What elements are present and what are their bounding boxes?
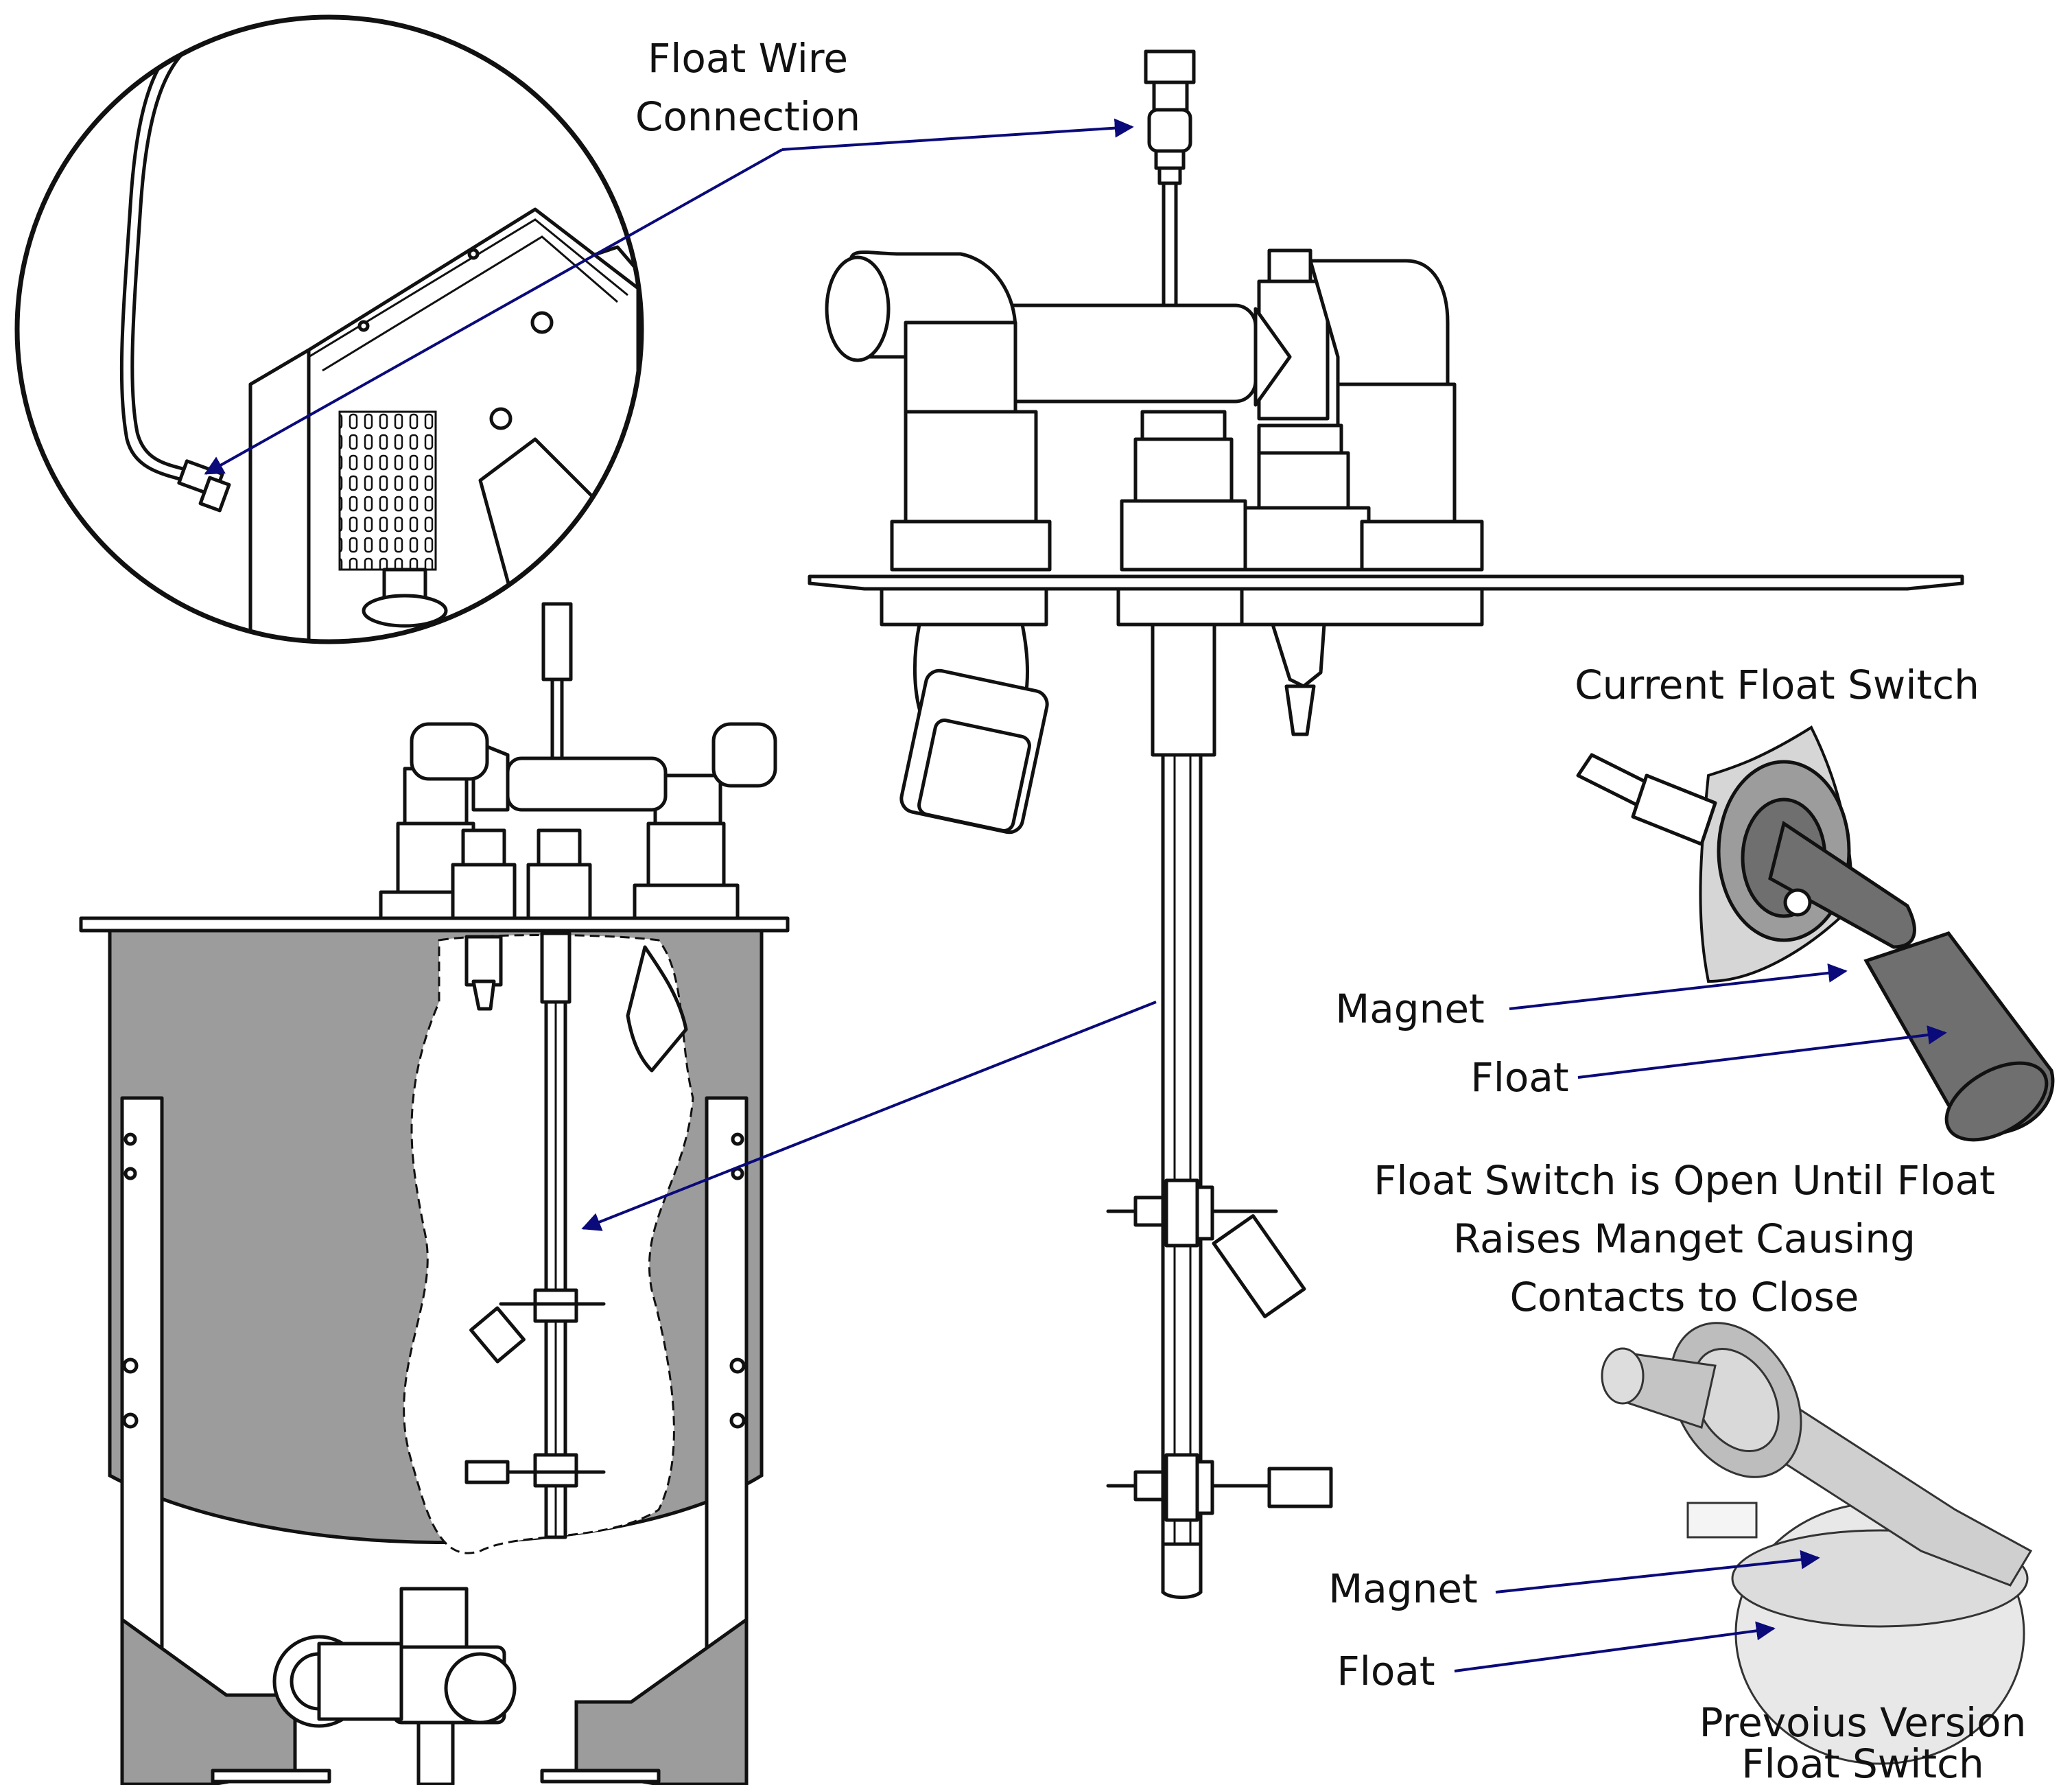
label-explanation-line2: Raises Manget Causing — [1453, 1215, 1916, 1262]
label-float-previous: Float — [1337, 1648, 1435, 1694]
arrow-rod-to-tank — [581, 1001, 1157, 1231]
tank-assembly — [79, 602, 790, 1785]
label-previous-line1: Prevoius Version — [1699, 1699, 2027, 1746]
label-previous-line2: Float Switch — [1741, 1740, 1983, 1785]
label-current-float-switch: Current Float Switch — [1575, 662, 1979, 708]
previous-float-switch-illustration — [1601, 1322, 2033, 1765]
arrow-magnet-previous — [1495, 1550, 1820, 1594]
label-float-current: Float — [1470, 1054, 1568, 1101]
leader-arrows — [204, 118, 1947, 1672]
float-rod-assembly — [808, 49, 1964, 1599]
arrow-float-wire-to-detail — [204, 148, 783, 475]
arrow-magnet-current — [1509, 963, 1848, 1010]
rod-float-upper — [1106, 1178, 1306, 1318]
tank-float-upper — [469, 1288, 606, 1364]
arrow-float-previous — [1454, 1621, 1776, 1672]
arrow-float-wire-to-rod — [781, 118, 1134, 151]
label-explanation-line1: Float Switch is Open Until Float — [1374, 1157, 1995, 1204]
rod-float-lower — [1106, 1453, 1333, 1522]
text-labels: Float Wire Connection Current Float Swit… — [635, 35, 2027, 1785]
label-magnet-current: Magnet — [1335, 985, 1485, 1032]
label-float-wire-line1: Float Wire — [648, 35, 848, 82]
arrow-float-current — [1577, 1025, 1947, 1079]
label-float-wire-line2: Connection — [635, 93, 860, 140]
detail-circle-float-wire-connection — [14, 14, 644, 644]
current-float-switch-illustration — [1576, 725, 2055, 1142]
tank-float-lower — [464, 1453, 606, 1488]
label-explanation-line3: Contacts to Close — [1510, 1274, 1859, 1320]
label-magnet-previous: Magnet — [1328, 1565, 1478, 1612]
